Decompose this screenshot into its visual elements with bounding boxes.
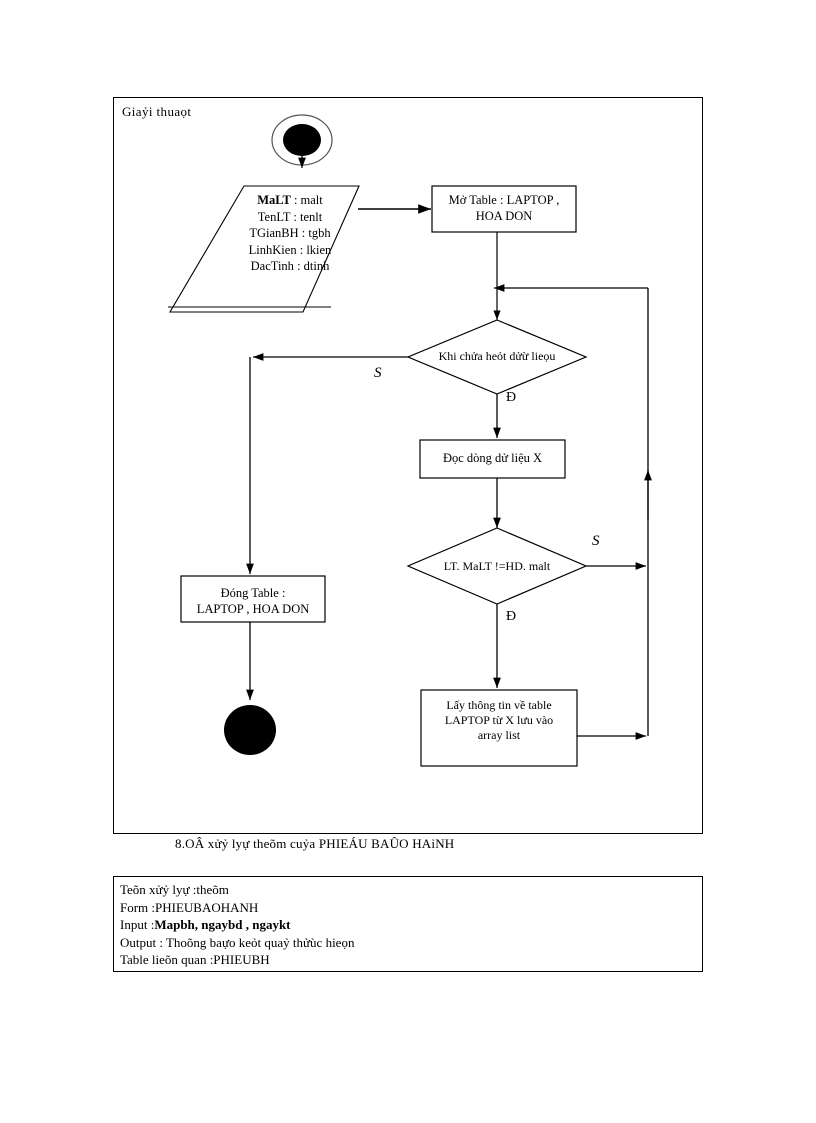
input-key-1: TenLT — [257, 209, 291, 224]
input-line-3: LinhKien : lkien — [205, 242, 375, 259]
input-value-2: : tgbh — [301, 226, 331, 240]
input-parallelogram-text: MaLT : malt TenLT : tenlt TGianBH : tgbh… — [205, 192, 375, 275]
input-line-1: TenLT : tenlt — [205, 209, 375, 226]
info-row-form: Form :PHIEUBAOHANH — [120, 899, 259, 915]
branch-label-yes-down: Ð — [506, 390, 517, 405]
read-row-label: Ðọc dòng dử liệu X — [442, 451, 543, 465]
input-key-2: TGianBH — [249, 226, 299, 240]
input-value-1: : tenlt — [293, 209, 323, 224]
collect-label: Lấy thông tin về table LAPTOP từ X lưu v… — [444, 698, 554, 742]
info-row-name: Teõn xửỷ lyự :theõm — [120, 882, 229, 897]
open-table-label: Mở Table : LAPTOP , HOA DON — [448, 193, 560, 223]
input-value-4: : dtinh — [297, 259, 330, 273]
info-table: Teõn xửỷ lyự :theõm Form :PHIEUBAOHANH I… — [113, 876, 703, 972]
input-key-4: DacTinh — [250, 259, 294, 273]
input-value-0: : malt — [293, 193, 323, 207]
diagram-caption: 8.OÂ xửỷ lyự theõm cuỷa PHIEÁU BAÛO HAỉN… — [175, 836, 455, 851]
input-line-2: TGianBH : tgbh — [205, 225, 375, 242]
input-value-3: : lkien — [299, 242, 332, 257]
diagram-title: Giaỷi thuaọt — [122, 104, 192, 119]
info-row-output: Output : Thoõng baựo keỏt quaỷ thửùc hie… — [120, 934, 355, 950]
decision-compare-label: LT. MaLT !=HD. malt — [443, 559, 551, 573]
input-key-3: LinhKien — [248, 242, 297, 257]
input-key-0: MaLT — [257, 193, 291, 207]
decision-more-data-label: Khi chửa heỏt dửừ lieọu — [438, 349, 556, 363]
input-line-0: MaLT : malt — [205, 192, 375, 209]
info-row-input: Input :Mapbh, ngaybd , ngaykt — [120, 916, 702, 934]
branch-label-no-left: S — [374, 365, 382, 381]
info-input-label: Input : — [120, 917, 155, 932]
input-line-4: DacTinh : dtinh — [205, 258, 375, 275]
branch-label-no-right: S — [592, 533, 600, 549]
close-table-label: Ðóng Table : LAPTOP , HOA DON — [196, 586, 310, 616]
info-row-tables: Table lieõn quan :PHIEUBH — [120, 952, 270, 967]
branch-label-yes-down-2: Ð — [506, 609, 517, 624]
diagram-frame — [113, 97, 703, 834]
info-input-value: Mapbh, ngaybd , ngaykt — [154, 917, 291, 932]
